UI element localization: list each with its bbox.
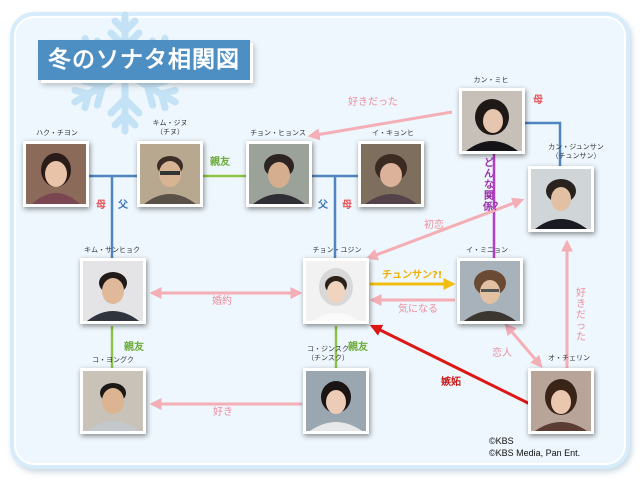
label-best-friend-1: 親友 xyxy=(210,157,230,168)
person-name-kim-jiu: キム・ジヌ（チヌ） xyxy=(152,119,188,136)
label-chunsan: チュンサン?! xyxy=(382,270,443,281)
portrait-kim-sanhyoku xyxy=(80,258,146,324)
arrow-lovers xyxy=(504,323,543,368)
person-name-ko-jinsuku: コ・ジンスク（チンスク） xyxy=(307,345,349,362)
person-name-i-minyon: イ・ミニョン xyxy=(466,246,508,254)
person-name-i-kyonhi: イ・キョンヒ xyxy=(372,129,414,137)
label-liked-hyonsu: 好きだった xyxy=(348,97,398,108)
label-mother-i: 母 xyxy=(342,200,352,211)
arrow-liked-hyonsu xyxy=(307,110,453,141)
person-name-kan-mihi: カン・ミヒ xyxy=(473,76,509,84)
person-name-chon-yujin: チョン・ユジン xyxy=(312,246,362,254)
portrait-kan-junsan xyxy=(528,166,594,232)
label-first-love: 初恋 xyxy=(424,220,444,231)
portrait-kim-jiu xyxy=(137,141,203,207)
credit-line-1: ©KBS xyxy=(489,436,514,446)
label-best-friend-2: 親友 xyxy=(124,342,144,353)
label-liked-junsan: 好きだった xyxy=(576,288,586,343)
label-mother-mihi: 母 xyxy=(533,95,543,106)
label-engaged: 婚約 xyxy=(212,296,232,307)
person-name-kim-sanhyoku: キム・サンヒョク xyxy=(84,246,140,254)
label-mother-baek: 母 xyxy=(96,200,106,211)
portrait-i-kyonhi xyxy=(358,141,424,207)
portrait-chon-yujin xyxy=(303,258,369,324)
arrow-first-love xyxy=(365,197,525,261)
label-likes: 好き xyxy=(213,407,233,418)
portrait-o-cherin xyxy=(528,368,594,434)
portrait-ko-yonguku xyxy=(80,368,146,434)
credit-line-2: ©KBS Media, Pan Ent. xyxy=(489,448,581,458)
label-jealousy: 嫉妬 xyxy=(441,377,461,388)
portrait-kan-mihi xyxy=(459,88,525,154)
portrait-baek-chiyon xyxy=(23,141,89,207)
person-name-chon-hyonsu: チョン・ヒョンス xyxy=(250,129,306,137)
portrait-ko-jinsuku xyxy=(303,368,369,434)
person-name-baek-chiyon: ハク・チヨン xyxy=(36,129,78,137)
person-name-ko-yonguku: コ・ヨングク xyxy=(92,356,134,364)
label-concerned: 気になる xyxy=(398,304,438,315)
page-title: 冬のソナタ相関図 xyxy=(38,40,250,80)
parent-line-junsan xyxy=(525,121,562,170)
label-best-friend-3: 親友 xyxy=(348,342,368,353)
label-lovers: 恋人 xyxy=(492,348,512,359)
label-father-kim: 父 xyxy=(118,200,128,211)
person-name-o-cherin: オ・チェリン xyxy=(548,354,590,362)
label-father-chon: 父 xyxy=(318,200,328,211)
person-name-kan-junsan: カン・ジュンサン（チュンサン） xyxy=(548,143,604,160)
label-what-relation: どんな関係？ xyxy=(483,158,503,213)
portrait-i-minyon xyxy=(457,258,523,324)
portrait-chon-hyonsu xyxy=(246,141,312,207)
arrow-jealousy xyxy=(369,324,531,406)
